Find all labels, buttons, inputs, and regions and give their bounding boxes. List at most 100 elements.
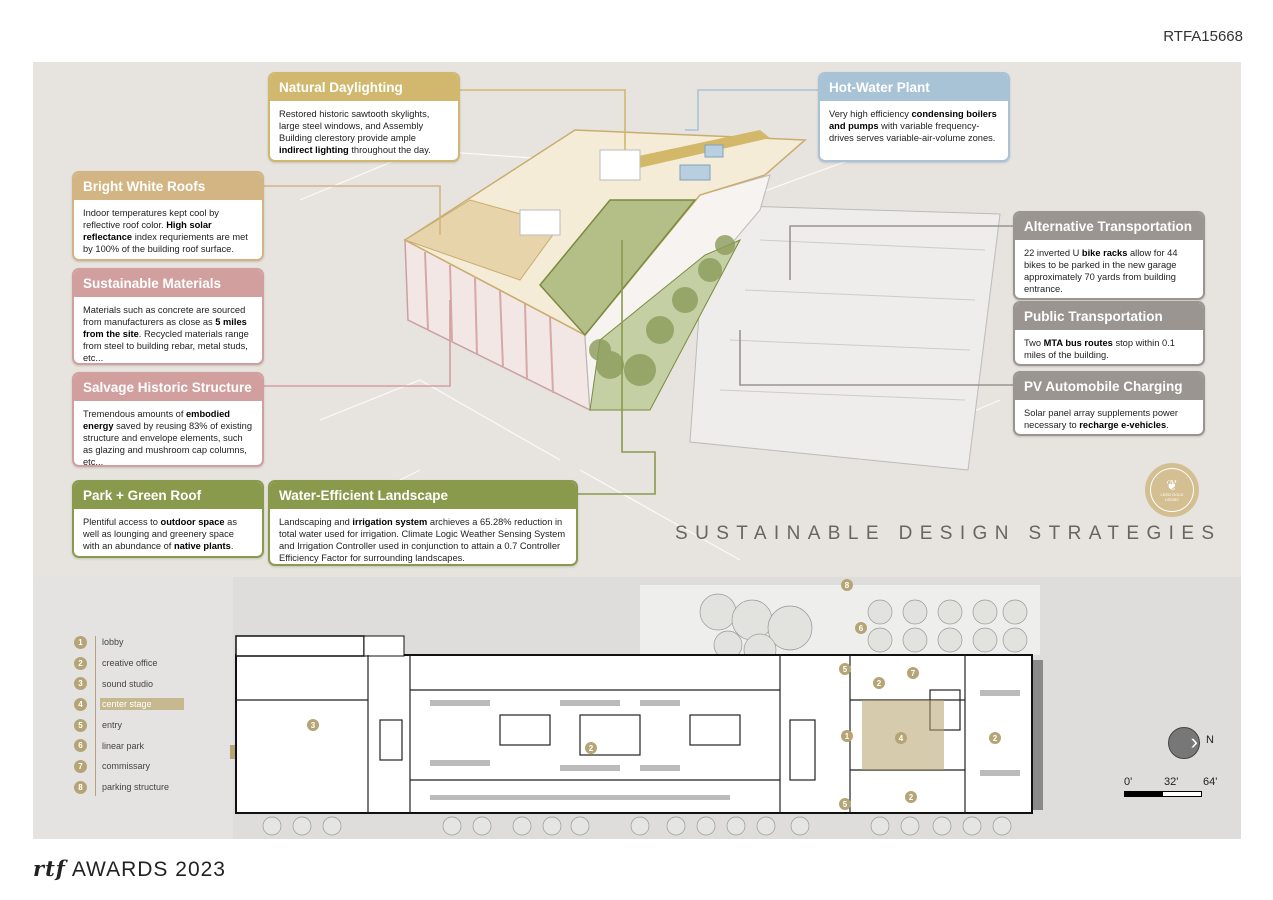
body-text: Restored historic sawtooth skylights, la…: [279, 109, 430, 143]
callout-title: Park + Green Roof: [74, 482, 262, 509]
callout-body: Materials such as concrete are sourced f…: [74, 297, 262, 363]
emphasis-text: recharge e-vehicles: [1079, 420, 1167, 430]
plan-marker: 2: [873, 677, 885, 689]
body-text: Very high efficiency: [829, 109, 912, 119]
legend-label: creative office: [102, 658, 158, 669]
body-text: Solar panel array supplements power nece…: [1024, 408, 1178, 430]
parking-garage-edge: [1030, 660, 1043, 810]
legend-label: lobby: [102, 637, 124, 648]
emphasis-text: MTA bus routes: [1043, 338, 1113, 348]
body-text: saved by reusing 83% of existing structu…: [83, 421, 253, 467]
body-text: .: [1166, 420, 1169, 430]
legend-number: 6: [74, 739, 87, 753]
leed-level: LEED GOLD: [1160, 492, 1184, 497]
leed-org: USGBC: [1164, 497, 1180, 502]
callout-title: Public Transportation: [1015, 303, 1203, 330]
callout-body: Very high efficiency condensing boilers …: [820, 101, 1008, 150]
legend-label: linear park: [102, 740, 145, 751]
callout-body: Two MTA bus routes stop within 0.1 miles…: [1015, 330, 1203, 364]
building-axonometric: [262, 89, 1013, 561]
body-text: allow for 44 bikes to be parked in the n…: [1024, 248, 1178, 294]
water-tower: [599, 149, 641, 181]
body-text: Two: [1024, 338, 1044, 348]
callout-title: Natural Daylighting: [270, 74, 458, 101]
body-text: archieves a 65.28% reduction in total wa…: [279, 517, 566, 563]
plan-marker: 2: [585, 742, 597, 754]
scale-label-32: 32': [1164, 776, 1179, 788]
body-text: Landscaping and: [279, 517, 353, 527]
legend-label: commissary: [102, 761, 151, 772]
emphasis-text: embodied energy: [83, 409, 230, 431]
callout-body: Indoor temperatures kept cool by reflect…: [74, 200, 262, 259]
legend-item: 2 creative office: [74, 653, 184, 674]
legend-label: center stage: [100, 698, 184, 711]
hot-water-plant: [679, 164, 711, 181]
emphasis-text: indirect lighting: [279, 145, 349, 155]
legend-number: 7: [74, 759, 87, 773]
callout-body: Plentiful access to outdoor space as wel…: [74, 509, 262, 556]
plan-marker: 3: [307, 719, 319, 731]
body-text: with variable frequency- drives serves v…: [829, 121, 996, 143]
emphasis-text: High solar reflectance: [83, 220, 212, 242]
body-text: Plentiful access to: [83, 517, 161, 527]
plan-marker: 6: [855, 622, 867, 634]
callout-title: Sustainable Materials: [74, 270, 262, 297]
tree-canopies-bottom: [262, 816, 1012, 836]
plan-marker: 7: [907, 667, 919, 679]
body-text: as well as lounging and greenery space w…: [83, 517, 237, 551]
scale-label-0: 0': [1124, 776, 1133, 788]
callout-title: Salvage Historic Structure: [74, 374, 262, 401]
emphasis-text: outdoor space: [160, 517, 225, 527]
legend-number: 2: [74, 656, 87, 670]
callout-body: Landscaping and irrigation system archie…: [270, 509, 576, 564]
callout-title: Water-Efficient Landscape: [270, 482, 576, 509]
emphasis-text: native plants: [173, 541, 231, 551]
workstations: [430, 690, 1020, 800]
legend-item: 6 linear park: [74, 735, 184, 756]
emphasis-text: irrigation system: [352, 517, 428, 527]
body-text: stop within 0.1 miles of the building.: [1024, 338, 1175, 360]
callout-body: Restored historic sawtooth skylights, la…: [270, 101, 458, 160]
body-text: . Recycled materials range from steel to…: [83, 329, 249, 363]
board-title: SUSTAINABLE DESIGN STRATEGIES: [675, 523, 1222, 544]
north-arrow: ›: [1168, 727, 1200, 759]
plan-marker: 2: [989, 732, 1001, 744]
rtf-logo: rtf: [33, 856, 66, 881]
body-text: Materials such as concrete are sourced f…: [83, 305, 246, 327]
scale-bar: [1124, 791, 1202, 797]
plan-marker: 2: [905, 791, 917, 803]
scale-label-64: 64': [1203, 776, 1218, 788]
callout-body: 22 inverted U bike racks allow for 44 bi…: [1015, 240, 1203, 298]
emphasis-text: 5 miles from the site: [83, 317, 247, 339]
legend-label: sound studio: [102, 678, 154, 689]
emphasis-text: condensing boilers and pumps: [829, 109, 997, 131]
tree-canopies-top: [699, 593, 1028, 667]
body-text: Indoor temperatures kept cool by reflect…: [83, 208, 219, 230]
trees: [589, 235, 735, 386]
legend-number: 1: [74, 635, 87, 649]
callout-title: Hot-Water Plant: [820, 74, 1008, 101]
project-code: RTFA15668: [1163, 28, 1243, 45]
legend-item: 1 lobby: [74, 632, 184, 653]
callout-body: Tremendous amounts of embodied energy sa…: [74, 401, 262, 467]
plan-marker: 1: [841, 730, 853, 742]
legend-item: 3 sound studio: [74, 673, 184, 694]
legend-number: 3: [74, 677, 87, 691]
callout-body: Solar panel array supplements power nece…: [1015, 400, 1203, 434]
plan-marker: 5: [839, 663, 851, 675]
floor-plan: [33, 577, 1043, 839]
legend-item: 7 commissary: [74, 756, 184, 777]
body-text: 22 inverted U: [1024, 248, 1082, 258]
body-text: index requriements are met by 100% of th…: [83, 232, 248, 254]
